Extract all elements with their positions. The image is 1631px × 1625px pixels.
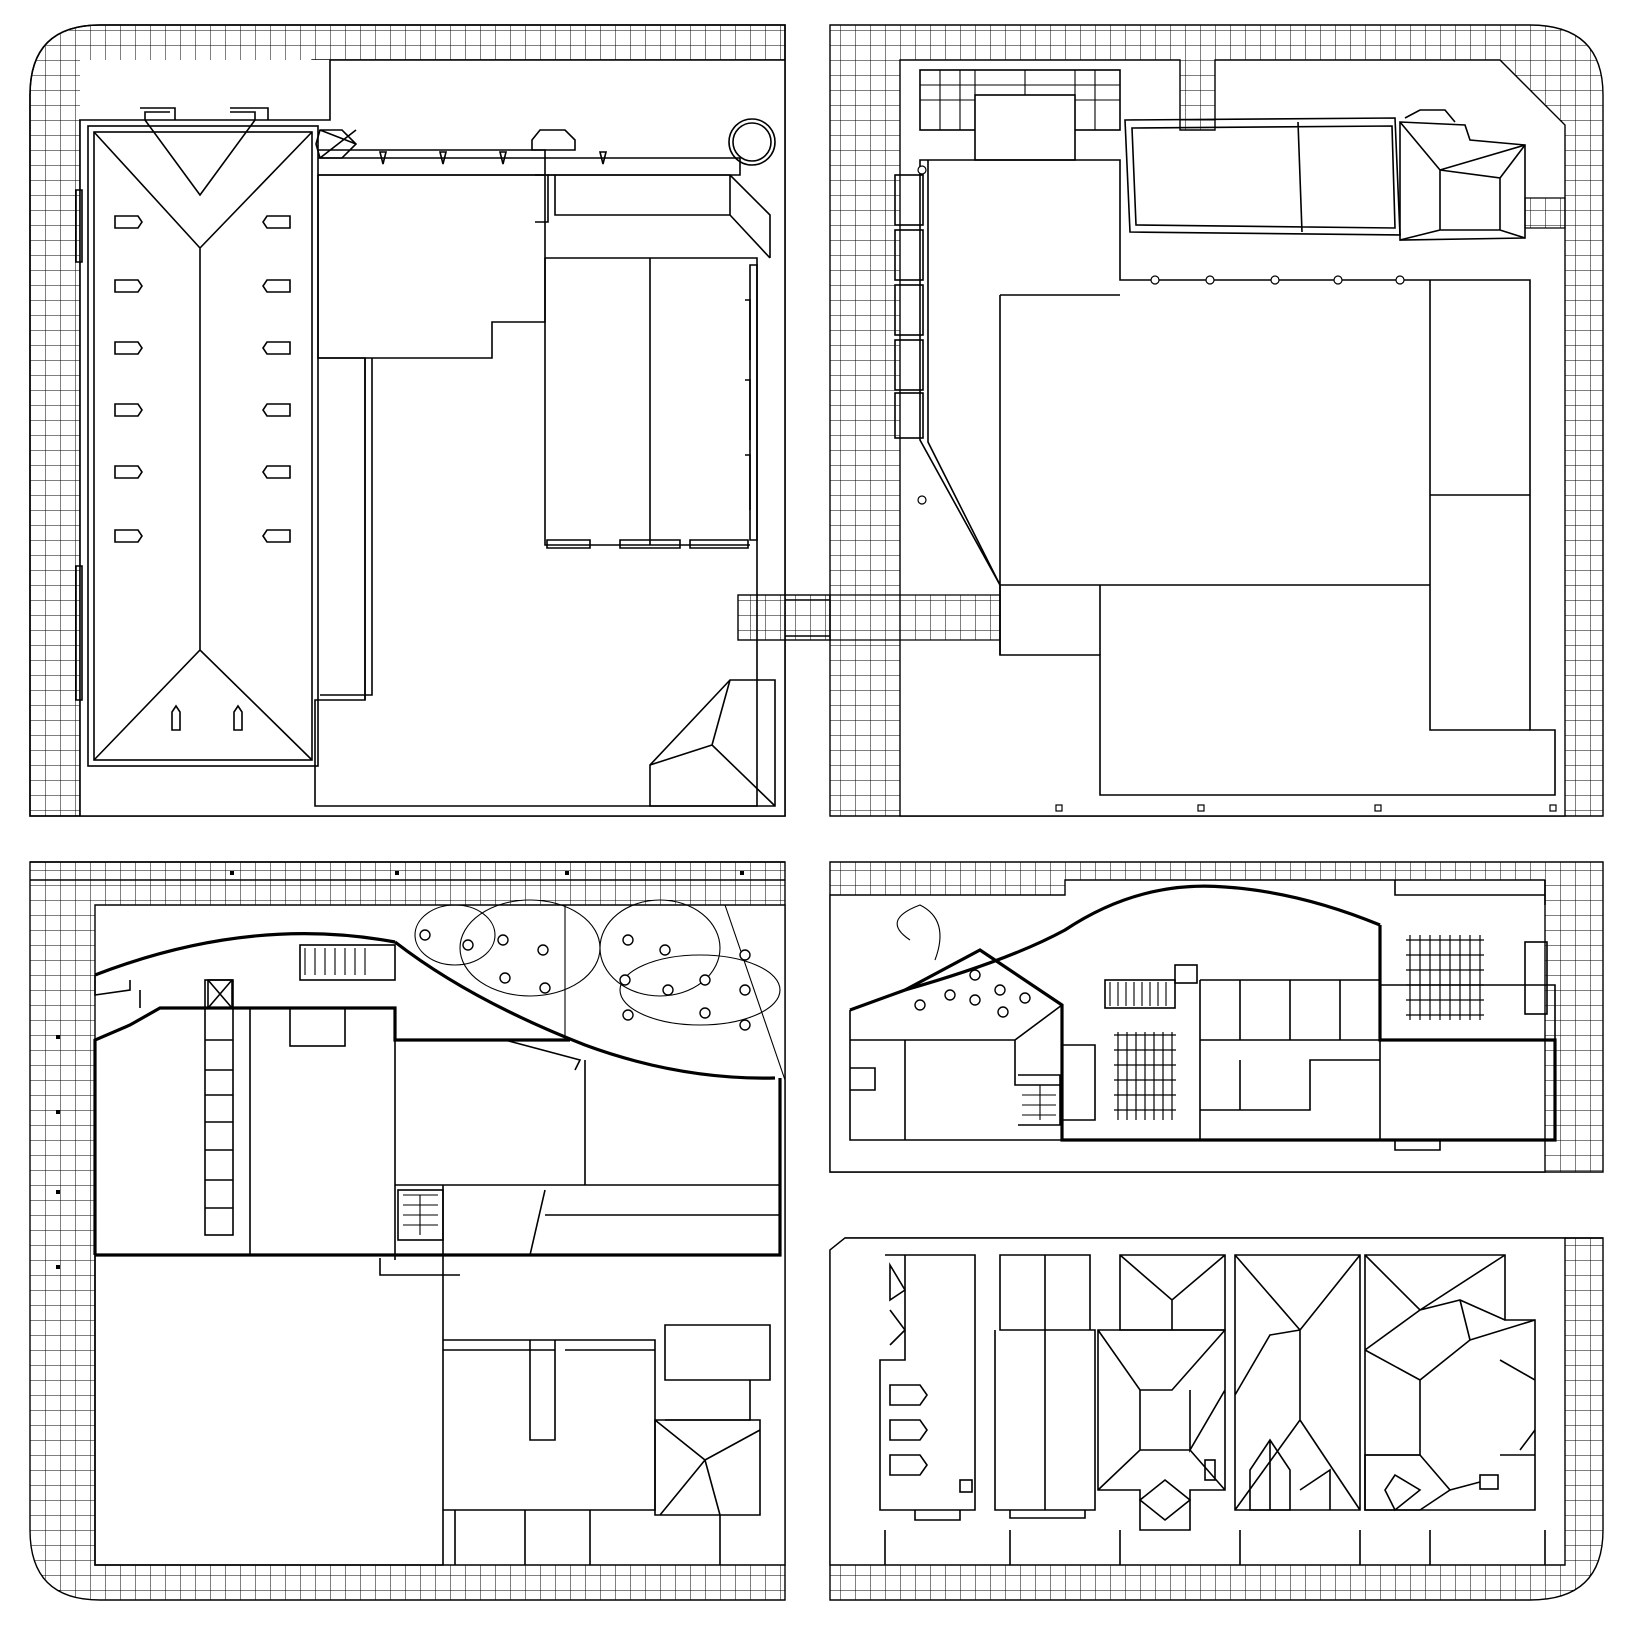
- central-block-outline: [314, 118, 776, 807]
- top-right-block: [829, 24, 1604, 817]
- column-markers: [1055, 275, 1557, 812]
- cafe-seating: [414, 899, 786, 1081]
- top-left-block: [29, 24, 831, 817]
- house-1: [879, 1254, 976, 1521]
- side-bays: [894, 174, 924, 439]
- bottom-right-lower-block: [829, 1237, 1604, 1601]
- house-2: [994, 1254, 1096, 1519]
- column-markers: [56, 871, 744, 1269]
- house-5: [1364, 1254, 1536, 1512]
- entry-pavilion: [919, 69, 1121, 161]
- long-hip-roof: [75, 107, 319, 767]
- curved-classroom-wing: [93, 932, 782, 1276]
- house-4: [1234, 1254, 1361, 1511]
- connector-walkway: [737, 594, 831, 641]
- main-hall-outline: [919, 159, 1556, 796]
- small-hip-roof: [649, 679, 776, 807]
- bottom-right-upper-block: [829, 861, 1604, 1173]
- angled-roof-strip: [1124, 109, 1526, 241]
- bottom-left-block: [29, 861, 786, 1601]
- auditorium-wing: [849, 884, 1557, 1151]
- house-3: [1097, 1254, 1226, 1531]
- lower-annex: [94, 1255, 771, 1566]
